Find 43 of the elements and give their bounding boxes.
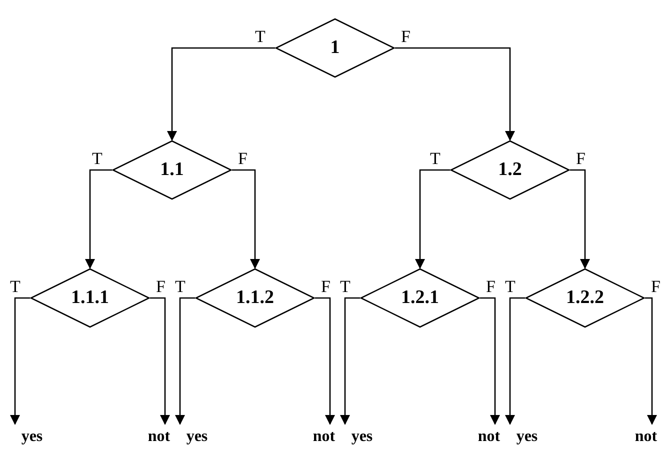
edge-label: T: [92, 150, 102, 167]
edge-label: F: [238, 150, 248, 167]
outcome-label: yes: [347, 426, 377, 448]
arrow: [415, 169, 450, 269]
edge-label: F: [321, 278, 330, 295]
arrow: [10, 297, 30, 425]
arrow: [645, 297, 657, 425]
decision-diamond: 1.2.2: [525, 268, 645, 328]
edge-label: T: [430, 150, 440, 167]
arrow: [232, 169, 260, 269]
decision-diamond: 1.2.1: [360, 268, 480, 328]
arrow: [150, 297, 170, 425]
arrow: [85, 169, 112, 269]
edge-label: T: [10, 278, 20, 295]
edge-label: F: [651, 278, 660, 295]
edge-label: F: [156, 278, 166, 295]
decision-diamond: 1.2: [450, 140, 570, 200]
outcome-label: not: [475, 426, 503, 448]
edge-label: T: [505, 278, 516, 295]
edge-label: F: [576, 150, 586, 167]
decision-diamond: 1.1.2: [195, 268, 315, 328]
arrow: [340, 297, 360, 425]
outcome-label: not: [310, 426, 338, 448]
outcome-label: not: [632, 426, 660, 448]
edge-label: F: [401, 28, 410, 45]
decision-diamond: 1.1: [112, 140, 232, 200]
edge-label: T: [340, 278, 350, 295]
outcome-label: yes: [17, 426, 47, 448]
outcome-label: not: [145, 426, 173, 448]
arrow: [505, 297, 525, 425]
decision-diamond: 1: [275, 18, 395, 78]
arrow: [395, 47, 515, 141]
edge-label: T: [255, 28, 266, 45]
outcome-label: yes: [512, 426, 542, 448]
arrow: [570, 169, 590, 269]
arrow: [315, 297, 335, 425]
arrow: [480, 297, 500, 425]
outcome-label: yes: [182, 426, 212, 448]
edge-label: T: [175, 278, 186, 295]
edge-label: F: [486, 278, 496, 295]
decision-diamond: 1.1.1: [30, 268, 150, 328]
arrow: [175, 297, 195, 425]
arrow: [167, 47, 275, 141]
